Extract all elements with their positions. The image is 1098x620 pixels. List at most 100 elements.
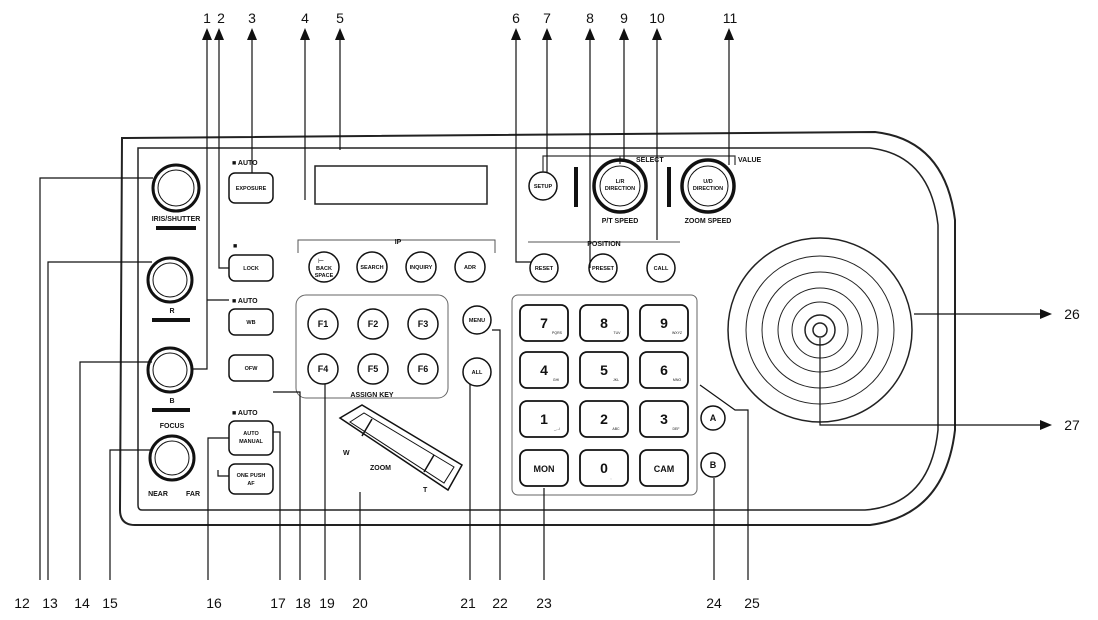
inquiry-label: INQUIRY (410, 265, 433, 271)
auto-lock-label: ■ (233, 243, 237, 250)
zoom-rocker[interactable] (338, 404, 464, 492)
auto-manual-label-2: MANUAL (239, 439, 263, 445)
r-knob[interactable] (146, 256, 194, 322)
position-label: POSITION (587, 241, 620, 248)
keypad-key[interactable] (639, 304, 689, 342)
focus-knob[interactable] (148, 434, 196, 482)
all-button[interactable] (462, 357, 492, 387)
callout-number: 20 (352, 595, 368, 611)
function-key[interactable] (307, 308, 339, 340)
ip-label: IP (395, 239, 402, 246)
keypad-key[interactable] (579, 304, 629, 342)
leader-lines (39, 40, 1040, 580)
keypad-key[interactable] (579, 449, 629, 487)
function-key[interactable] (357, 353, 389, 385)
preset-label: PRESET (592, 266, 615, 272)
callout-number: 27 (1064, 417, 1080, 433)
callout-number: 9 (620, 10, 628, 26)
exposure-button[interactable] (228, 172, 274, 204)
auto-focus-label: ■ AUTO (232, 410, 258, 417)
ud-direction-label-1: U/D (703, 179, 713, 185)
keypad-key-main: 6 (660, 362, 668, 378)
zoom-speed-label: ZOOM SPEED (685, 218, 732, 225)
keypad-key[interactable] (519, 449, 569, 487)
keypad-key-sub: PQRS (552, 331, 563, 335)
keypad-key-main: 4 (540, 362, 548, 378)
callout-number: 6 (512, 10, 520, 26)
ip-group-bracket (297, 239, 496, 253)
keypad-key-sub: _,.-/ (553, 427, 560, 431)
menu-label: MENU (469, 318, 485, 324)
function-key[interactable] (407, 308, 439, 340)
pt-speed-bar (574, 167, 578, 207)
ud-direction-label-2: DIRECTION (693, 186, 723, 192)
callout-number: 10 (649, 10, 665, 26)
callout-number: 14 (74, 595, 90, 611)
back-space-label-2: SPACE (315, 273, 334, 279)
callout-number: 15 (102, 595, 118, 611)
callout-number: 17 (270, 595, 286, 611)
exposure-button-label: EXPOSURE (236, 186, 267, 192)
keypad-key[interactable] (579, 400, 629, 438)
iris-shutter-knob[interactable] (151, 163, 201, 230)
adr-button[interactable] (454, 251, 486, 283)
keypad-key[interactable] (519, 400, 569, 438)
one-push-af-button[interactable] (228, 463, 274, 495)
function-keys: F1 F2 F3 F4 F5 F6 (307, 308, 439, 385)
b-key-label: B (710, 460, 717, 470)
call-button[interactable] (646, 253, 676, 283)
search-button[interactable] (356, 251, 388, 283)
lock-button-label: LOCK (243, 266, 259, 272)
all-label: ALL (472, 370, 483, 376)
callout-number: 4 (301, 10, 309, 26)
keypad-key[interactable] (519, 351, 569, 389)
ofw-button[interactable] (228, 354, 274, 382)
b-key[interactable] (700, 452, 726, 478)
arrowheads (202, 28, 1052, 430)
keypad-key[interactable] (519, 304, 569, 342)
function-key[interactable] (407, 353, 439, 385)
ud-direction-knob[interactable] (680, 158, 736, 214)
zoom-label: ZOOM (370, 465, 391, 472)
function-key[interactable] (357, 308, 389, 340)
callout-number: 24 (706, 595, 722, 611)
keypad: 7 8 9 4 5 6 1 2 3 MON 0 CAM PQRS TUV WXY… (519, 304, 689, 487)
focus-label: FOCUS (160, 423, 185, 430)
keypad-key[interactable] (639, 449, 689, 487)
callout-number: 12 (14, 595, 30, 611)
callout-number: 3 (248, 10, 256, 26)
keypad-key-main: 7 (540, 315, 548, 331)
keypad-key[interactable] (579, 351, 629, 389)
function-key[interactable] (307, 353, 339, 385)
reset-button[interactable] (529, 253, 559, 283)
inquiry-button[interactable] (405, 251, 437, 283)
callout-number: 1 (203, 10, 211, 26)
b-label: B (169, 398, 174, 405)
menu-button[interactable] (462, 305, 492, 335)
a-key[interactable] (700, 405, 726, 431)
preset-button[interactable] (588, 253, 618, 283)
auto-manual-button[interactable] (228, 420, 274, 456)
b-knob[interactable] (146, 346, 194, 412)
pt-speed-label: P/T SPEED (602, 218, 639, 225)
lr-direction-label-2: DIRECTION (605, 186, 635, 192)
iris-shutter-label: IRIS/SHUTTER (152, 216, 201, 223)
auto-exposure-label: ■ AUTO (232, 160, 258, 167)
keypad-key[interactable] (639, 351, 689, 389)
assign-key-group (295, 294, 449, 399)
callout-number: 7 (543, 10, 551, 26)
back-space-button[interactable]: ⊢ (308, 251, 340, 283)
function-key-label: F2 (368, 319, 379, 329)
callout-number: 5 (336, 10, 344, 26)
callout-number: 19 (319, 595, 335, 611)
lr-direction-knob[interactable] (592, 158, 648, 214)
callout-number: 16 (206, 595, 222, 611)
keypad-key[interactable] (639, 400, 689, 438)
device-body (118, 130, 956, 526)
keypad-key-main: 8 (600, 315, 608, 331)
callout-number: 11 (723, 10, 738, 26)
wb-button[interactable] (228, 308, 274, 336)
callout-number: 25 (744, 595, 760, 611)
keypad-key-sub: GHI (553, 378, 559, 382)
